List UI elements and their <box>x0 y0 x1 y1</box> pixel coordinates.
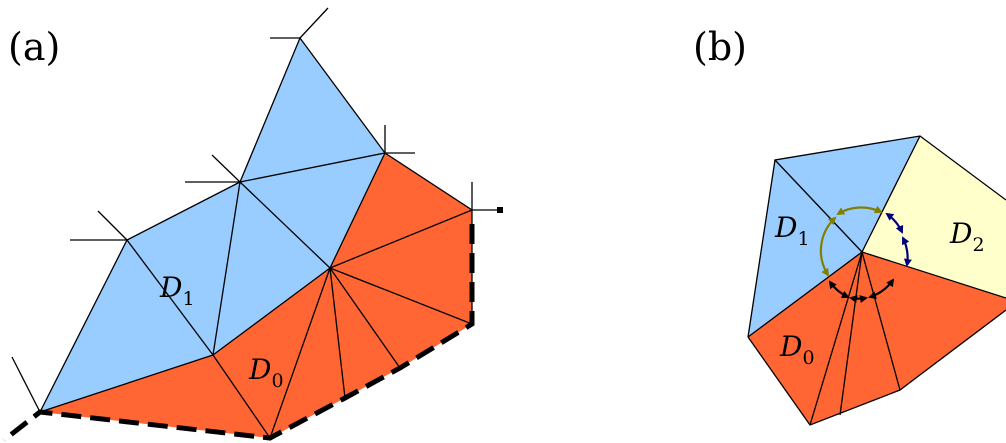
mesh-triangle <box>240 38 385 182</box>
black-angle-arrow <box>828 280 850 299</box>
mesh-triangle <box>213 268 330 438</box>
panel-a-label: (a) <box>8 25 60 69</box>
mesh-edge <box>861 251 901 391</box>
mesh-edge <box>239 152 386 183</box>
mesh-edge <box>329 152 386 269</box>
mesh-edge <box>39 354 214 413</box>
mesh-edge <box>212 181 241 356</box>
dashed-boundary <box>2 224 475 442</box>
boundary-stub <box>299 7 329 39</box>
mesh-triangle <box>330 268 400 398</box>
panel-b: (b) D1 D2 <box>693 25 1006 426</box>
mesh-edge <box>269 267 331 439</box>
dashed-boundary-line <box>2 224 475 442</box>
region-label-d0: D0 <box>779 330 815 369</box>
boundary-stub <box>97 210 128 241</box>
navy-angle-arrow <box>901 236 912 267</box>
mesh-edge <box>329 267 401 369</box>
black-angle-arrow <box>868 278 895 299</box>
olive-angle-arrow <box>836 205 883 216</box>
mesh-triangle <box>240 153 385 268</box>
mesh-edge <box>774 159 863 253</box>
mesh-edge <box>809 251 863 426</box>
region-d0-orange <box>40 153 472 438</box>
mesh-edge <box>212 354 271 439</box>
mesh-triangle <box>127 182 240 355</box>
mesh-edge <box>212 267 331 356</box>
region-label-d2: D2 <box>949 217 985 256</box>
region-label-d0: D0 <box>248 353 284 392</box>
mesh-edge <box>747 135 1006 338</box>
mesh-edge <box>329 267 346 399</box>
mesh-edge <box>239 181 331 269</box>
boundary-stub <box>11 356 41 413</box>
mesh-triangle <box>330 153 472 268</box>
black-angle-arrow <box>849 295 868 303</box>
panel-b-label: (b) <box>693 25 747 69</box>
panel-a: (a) <box>2 7 503 442</box>
mesh-edge <box>839 251 863 416</box>
region-d0-orange <box>748 252 1006 425</box>
mesh-edge <box>861 251 1006 299</box>
mesh-edge <box>861 135 921 253</box>
olive-angle-arrow <box>819 216 837 277</box>
mesh-edge <box>329 267 473 325</box>
region-d2-yellow <box>862 136 1006 298</box>
mesh-edge <box>747 309 1006 426</box>
mesh-triangle <box>213 182 330 355</box>
mesh-edge <box>329 209 473 269</box>
angle-arrows <box>819 205 912 303</box>
region-label-d1: D1 <box>159 271 195 310</box>
mesh-triangle <box>330 268 472 368</box>
mesh-edge <box>747 251 863 338</box>
navy-angle-arrow <box>885 212 904 234</box>
boundary-stub <box>211 154 241 183</box>
boundary-node <box>497 207 503 213</box>
boundary-stubs <box>11 7 503 413</box>
mesh-edge <box>126 239 214 356</box>
mesh-triangle <box>270 268 345 438</box>
region-label-d1: D1 <box>774 211 810 250</box>
mesh-edges-b <box>747 135 1006 426</box>
mesh-triangle <box>330 210 472 324</box>
